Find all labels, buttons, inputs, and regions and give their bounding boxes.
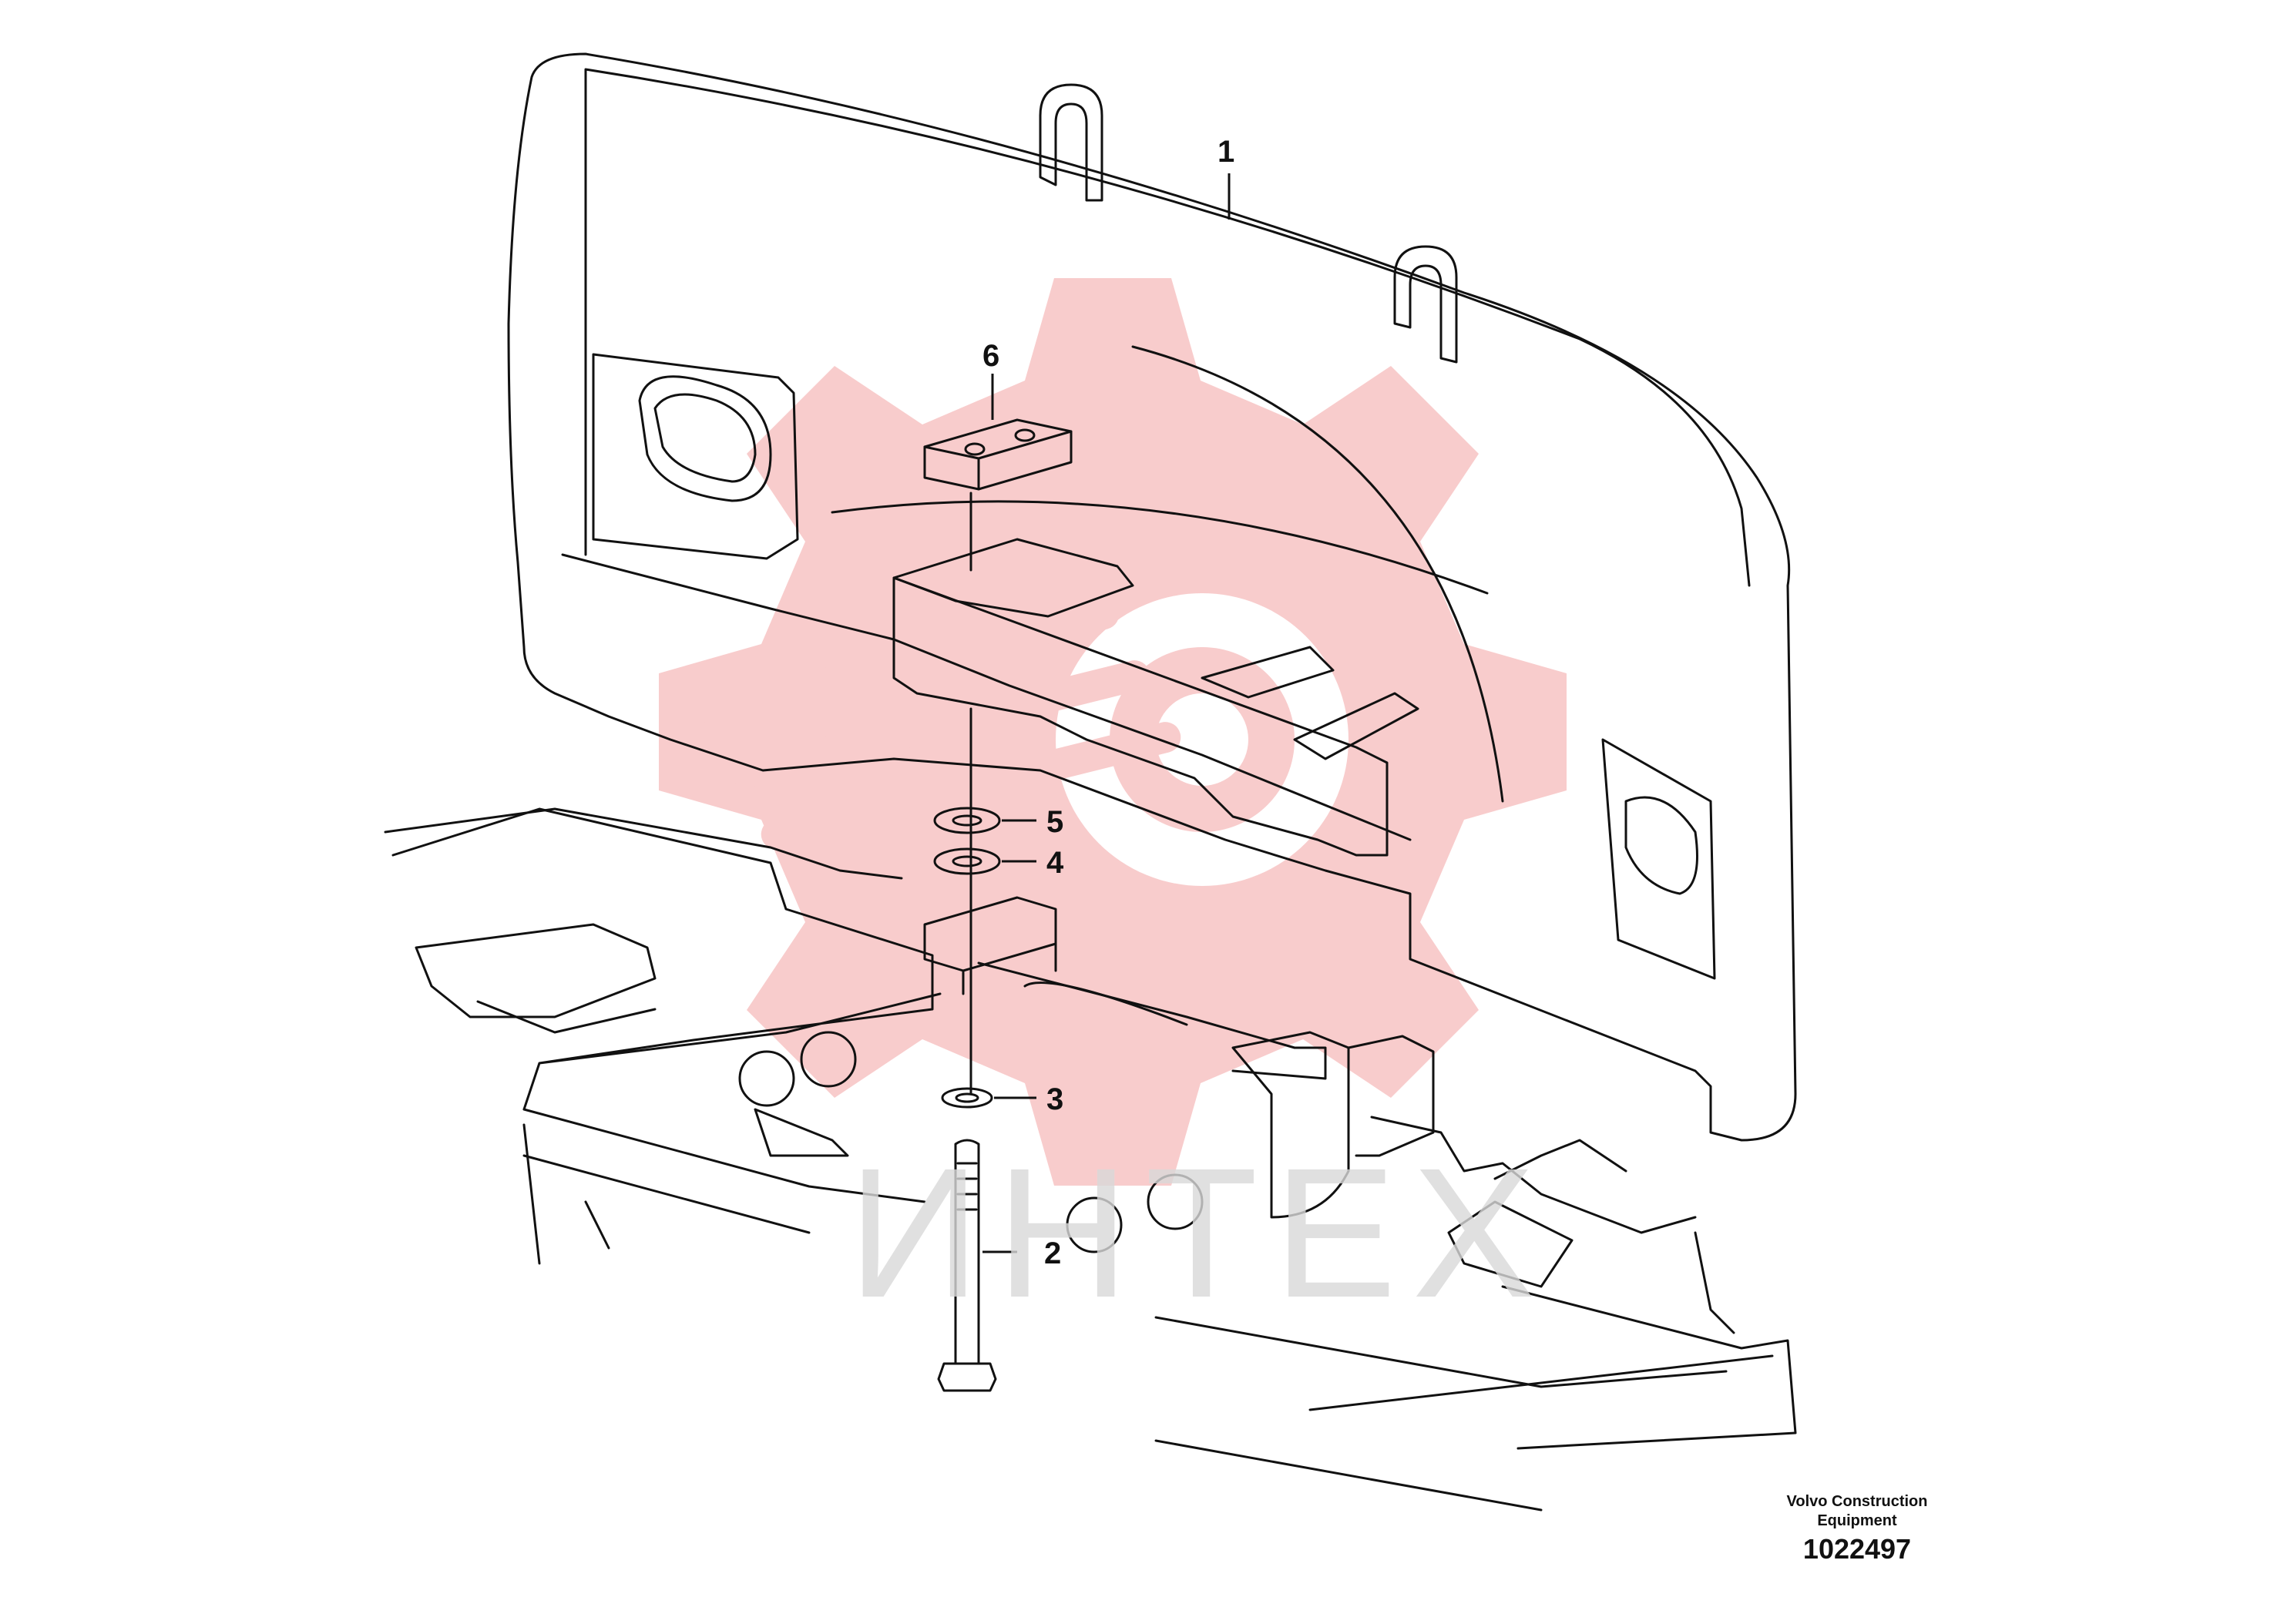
washer-4 xyxy=(933,847,1001,875)
drawing-number: 1022497 xyxy=(1802,1533,1912,1565)
shim-plate xyxy=(923,418,1073,491)
callout-6: 6 xyxy=(982,339,999,373)
counterweight-left-window xyxy=(592,353,799,560)
watermark-logo xyxy=(659,278,1567,1186)
callout-1: 1 xyxy=(1218,135,1234,169)
publisher-line-2: Equipment xyxy=(1817,1512,1897,1529)
counterweight-outline xyxy=(507,52,1797,1142)
washer-3 xyxy=(941,1087,993,1109)
publisher-line-1: Volvo Construction xyxy=(1786,1493,1928,1510)
callout-4: 4 xyxy=(1046,846,1064,880)
counterweight-right-window xyxy=(1601,738,1716,980)
callout-5: 5 xyxy=(1046,805,1063,839)
lifting-eye-right xyxy=(1393,245,1458,364)
bolt-2 xyxy=(954,1139,980,1365)
washer-5 xyxy=(933,807,1001,834)
bolt-head xyxy=(937,1362,997,1392)
watermark-text: ИНТЕХ xyxy=(848,1129,1551,1336)
callout-2: 2 xyxy=(1044,1236,1061,1270)
mounting-block xyxy=(892,576,1389,857)
upperframe xyxy=(391,807,942,1111)
lifting-eye-left xyxy=(1039,83,1103,202)
callout-3: 3 xyxy=(1046,1082,1063,1116)
